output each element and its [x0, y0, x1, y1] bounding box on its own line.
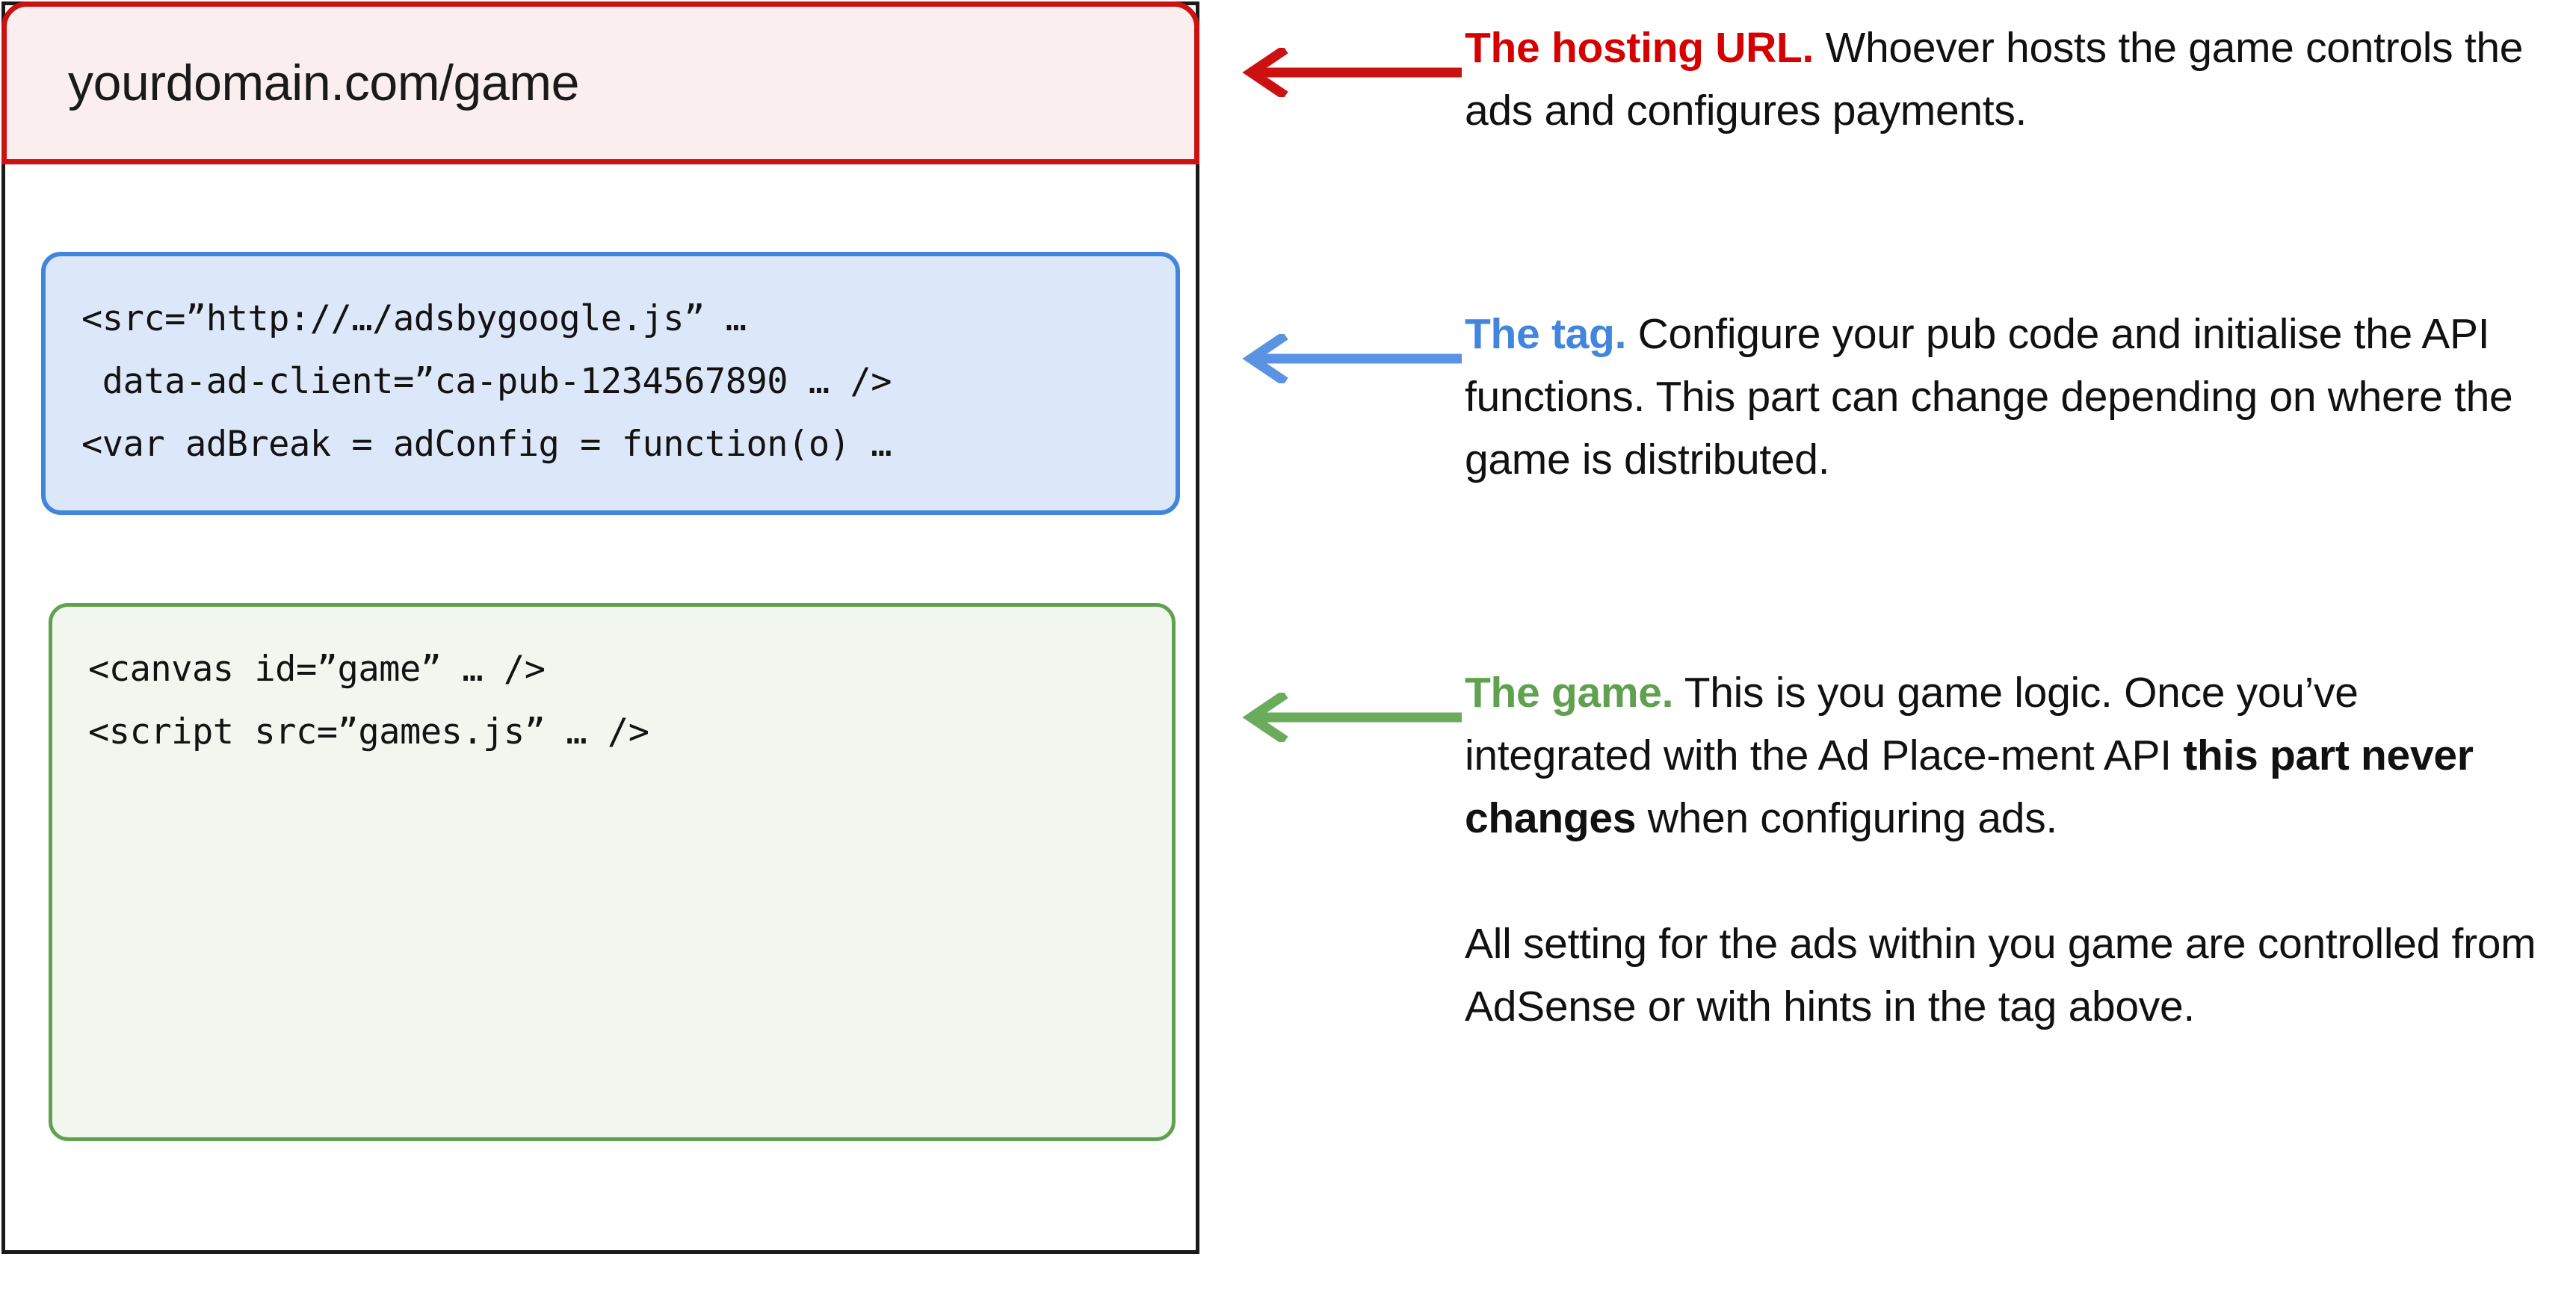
- left-arrow-icon: [1241, 693, 1465, 742]
- annotation-text: The tag. Configure your pub code and ini…: [1465, 303, 2541, 491]
- annotation-text: The game. This is you game logic. Once y…: [1465, 661, 2541, 1038]
- tag-code-line: <src=”http://…/adsbygoogle.js” …: [81, 298, 747, 339]
- tag-code-line: <var adBreak = adConfig = function(o) …: [81, 424, 892, 465]
- annotation-paragraph: The game. This is you game logic. Once y…: [1465, 661, 2541, 850]
- game-code-block: <canvas id=”game” … /> <script src=”game…: [49, 603, 1176, 1141]
- annotation-body-text: This is you game logic. Once you’ve inte…: [1465, 669, 2359, 779]
- annotation-hosting-url: The hosting URL. Whoever hosts the game …: [1241, 16, 2541, 142]
- annotation-emphasis: this part never changes: [1465, 732, 2474, 842]
- page-mock-container: yourdomain.com/game <src=”http://…/adsby…: [1, 1, 1199, 1254]
- annotation-body-text-tail: when configuring ads.: [1636, 794, 2058, 842]
- annotation-text: The hosting URL. Whoever hosts the game …: [1465, 16, 2541, 142]
- annotations-panel: The hosting URL. Whoever hosts the game …: [1241, 0, 2576, 1292]
- url-text: yourdomain.com/game: [68, 55, 580, 111]
- annotation-body-text: Whoever hosts the game controls the ads …: [1465, 24, 2524, 135]
- left-arrow-icon: [1241, 334, 1465, 383]
- left-arrow-icon: [1241, 48, 1465, 97]
- annotation-body-text: All setting for the ads within you game …: [1465, 920, 2536, 1030]
- annotation-lead: The hosting URL.: [1465, 24, 1814, 72]
- annotation-lead: The tag.: [1465, 310, 1627, 358]
- annotation-paragraph: The hosting URL. Whoever hosts the game …: [1465, 16, 2541, 142]
- game-code-line: <canvas id=”game” … />: [88, 649, 546, 690]
- game-code-line: <script src=”games.js” … />: [88, 711, 649, 752]
- tag-code-block: <src=”http://…/adsbygoogle.js” … data-ad…: [41, 252, 1180, 515]
- annotation-the-game: The game. This is you game logic. Once y…: [1241, 661, 2541, 1038]
- annotation-paragraph: All setting for the ads within you game …: [1465, 912, 2541, 1038]
- tag-code-line: data-ad-client=”ca-pub-1234567890 … />: [81, 361, 892, 402]
- annotation-lead: The game.: [1465, 669, 1674, 717]
- annotation-paragraph: The tag. Configure your pub code and ini…: [1465, 303, 2541, 491]
- annotation-the-tag: The tag. Configure your pub code and ini…: [1241, 303, 2541, 491]
- annotation-body-text: Configure your pub code and initialise t…: [1465, 310, 2513, 483]
- url-bar[interactable]: yourdomain.com/game: [1, 1, 1199, 164]
